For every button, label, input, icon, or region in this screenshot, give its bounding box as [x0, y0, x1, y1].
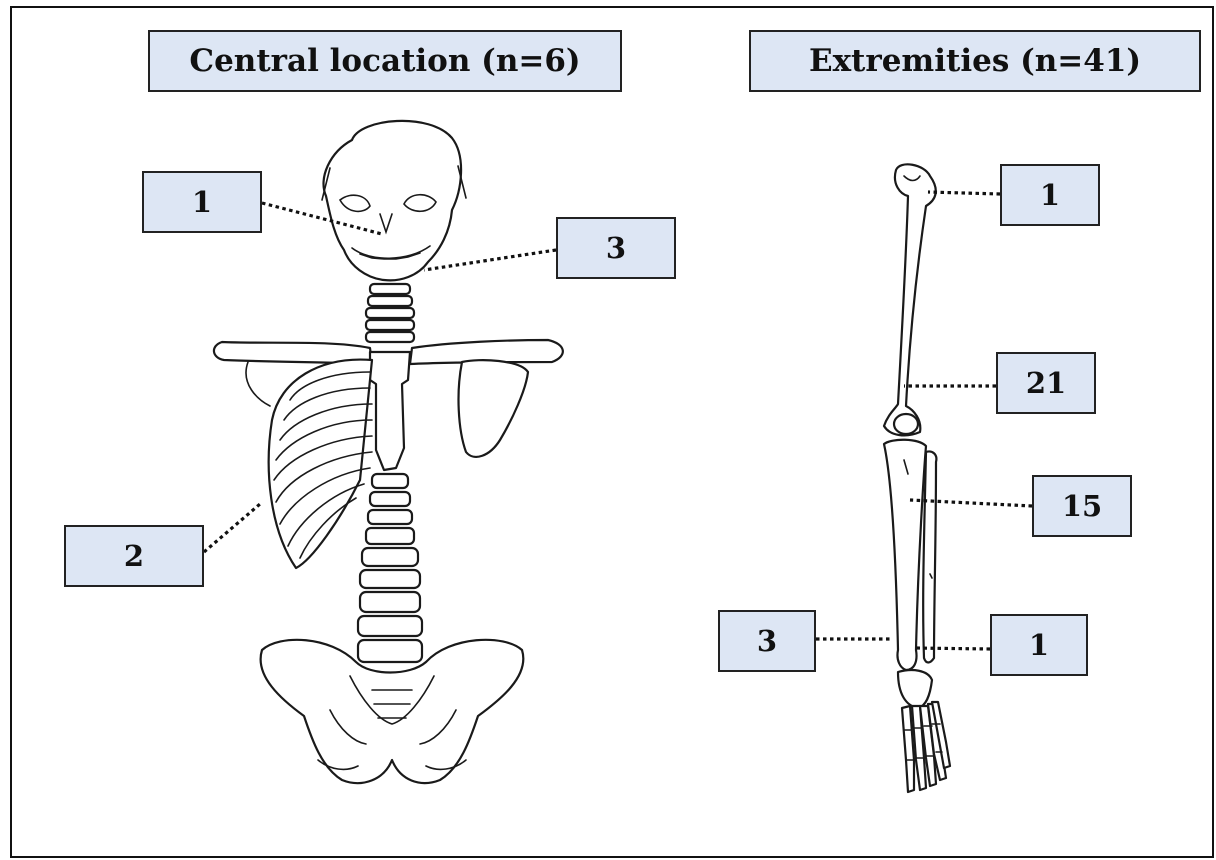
count-distal-tibia: 3 [718, 610, 816, 672]
sternum [370, 352, 410, 470]
spine [358, 474, 422, 662]
cervical-spine [366, 284, 414, 342]
count-ribs: 2 [64, 525, 204, 587]
tibia [884, 440, 926, 670]
count-distal-fibula: 1 [990, 614, 1088, 676]
patella [894, 414, 918, 434]
femur [884, 164, 936, 435]
foot [898, 670, 950, 792]
count-tibia: 15 [1032, 475, 1132, 537]
rib-cage [246, 360, 372, 568]
count-mandible: 3 [556, 217, 676, 279]
scapula [459, 360, 528, 457]
fibula [923, 451, 936, 662]
count-skull: 1 [142, 171, 262, 233]
count-distal-femur: 21 [996, 352, 1096, 414]
count-femoral-head: 1 [1000, 164, 1100, 226]
skull [324, 121, 462, 280]
leg-skeleton [884, 164, 950, 792]
central-skeleton [214, 121, 563, 783]
